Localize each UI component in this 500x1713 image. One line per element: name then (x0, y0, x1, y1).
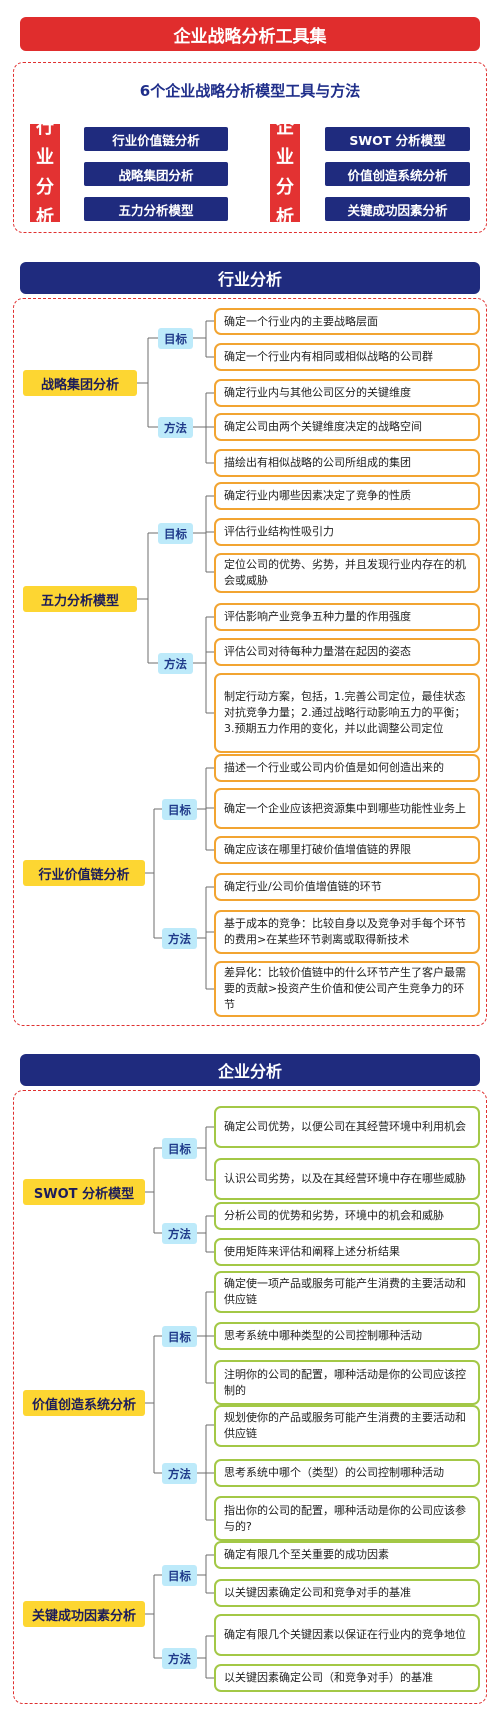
goal-item: 注明你的公司的配置，哪种活动是你的公司应该控制的 (214, 1360, 480, 1405)
overview-item-swot[interactable]: SWOT 分析模型 (325, 127, 470, 151)
enterprise-section-panel (13, 1090, 487, 1704)
goal-item: 确定应该在哪里打破价值增值链的界限 (214, 836, 480, 864)
method-item: 评估公司对待每种力量潜在起因的姿态 (214, 638, 480, 666)
method-item: 确定有限几个关键因素以保证在行业内的竞争地位 (214, 1614, 480, 1656)
industry-section-title: 行业分析 (20, 262, 480, 294)
overview-item-industry-value-chain[interactable]: 行业价值链分析 (84, 127, 228, 151)
goal-item: 定位公司的优势、劣势，并且发现行业内存在的机会或威胁 (214, 553, 480, 593)
goal-item: 确定行业内哪些因素决定了竞争的性质 (214, 482, 480, 510)
method-item: 描绘出有相似战略的公司所组成的集团 (214, 449, 480, 477)
overview-item-value-creation[interactable]: 价值创造系统分析 (325, 162, 470, 186)
overview-panel (13, 62, 487, 233)
group-value-creation[interactable]: 价值创造系统分析 (23, 1390, 145, 1416)
goal-tag: 目标 (162, 1138, 197, 1159)
method-item: 确定行业内与其他公司区分的关键维度 (214, 379, 480, 407)
method-item: 指出你的公司的配置，哪种活动是你的公司应该参与的? (214, 1496, 480, 1541)
overview-right-label: 企 业 分 析 (270, 117, 300, 228)
goal-item: 确定一个企业应该把资源集中到哪些功能性业务上 (214, 788, 480, 829)
method-item: 思考系统中哪个（类型）的公司控制哪种活动 (214, 1459, 480, 1487)
method-tag: 方法 (162, 1648, 197, 1669)
method-tag: 方法 (162, 1463, 197, 1484)
method-item: 确定公司由两个关键维度决定的战略空间 (214, 413, 480, 441)
group-five-forces[interactable]: 五力分析模型 (23, 586, 137, 612)
method-item: 评估影响产业竞争五种力量的作用强度 (214, 603, 480, 631)
goal-item: 确定有限几个至关重要的成功因素 (214, 1541, 480, 1569)
goal-item: 确定一个行业内的主要战略层面 (214, 308, 480, 335)
enterprise-section-title: 企业分析 (20, 1054, 480, 1086)
goal-tag: 目标 (158, 523, 193, 544)
main-title-banner: 企业战略分析工具集 (20, 17, 480, 51)
goal-item: 确定公司优势，以便公司在其经营环境中利用机会 (214, 1106, 480, 1148)
goal-tag: 目标 (162, 1565, 197, 1586)
overview-left-label: 行 业 分 析 (30, 117, 60, 228)
method-item: 以关键因素确定公司（和竞争对手）的基准 (214, 1664, 480, 1692)
overview-item-strategic-group[interactable]: 战略集团分析 (84, 162, 228, 186)
goal-item: 确定一个行业内有相同或相似战略的公司群 (214, 343, 480, 371)
goal-tag: 目标 (158, 328, 193, 349)
overview-item-five-forces[interactable]: 五力分析模型 (84, 197, 228, 221)
goal-tag: 目标 (162, 799, 197, 820)
group-strategic-group[interactable]: 战略集团分析 (23, 370, 137, 396)
goal-item: 以关键因素确定公司和竞争对手的基准 (214, 1579, 480, 1607)
goal-item: 思考系统中哪种类型的公司控制哪种活动 (214, 1322, 480, 1350)
method-tag: 方法 (158, 653, 193, 674)
overview-item-key-success[interactable]: 关键成功因素分析 (325, 197, 470, 221)
method-item: 基于成本的竞争：比较自身以及竞争对手每个环节的费用>在某些环节剥离或取得新技术 (214, 910, 480, 954)
overview-subtitle: 6个企业战略分析模型工具与方法 (139, 82, 361, 100)
goal-item: 确定使一项产品或服务可能产生消费的主要活动和供应链 (214, 1271, 480, 1313)
method-item: 制定行动方案，包括，1.完善公司定位，最佳状态对抗竞争力量；2.通过战略行动影响… (214, 673, 480, 753)
method-tag: 方法 (158, 417, 193, 438)
group-key-success-factors[interactable]: 关键成功因素分析 (23, 1601, 145, 1627)
method-item: 规划使你的产品或服务可能产生消费的主要活动和供应链 (214, 1405, 480, 1447)
goal-tag: 目标 (162, 1326, 197, 1347)
method-item: 差异化：比较价值链中的什么环节产生了客户最需要的贡献>投资产生价值和使公司产生竞… (214, 961, 480, 1017)
goal-item: 评估行业结构性吸引力 (214, 518, 480, 546)
method-item: 确定行业/公司价值增值链的环节 (214, 873, 480, 901)
goal-item: 认识公司劣势，以及在其经营环境中存在哪些威胁 (214, 1158, 480, 1200)
method-tag: 方法 (162, 928, 197, 949)
method-item: 使用矩阵来评估和阐释上述分析结果 (214, 1238, 480, 1266)
group-swot[interactable]: SWOT 分析模型 (23, 1179, 145, 1205)
method-tag: 方法 (162, 1223, 197, 1244)
goal-item: 描述一个行业或公司内价值是如何创造出来的 (214, 754, 480, 782)
method-item: 分析公司的优势和劣势，环境中的机会和威胁 (214, 1202, 480, 1230)
industry-section-panel (13, 298, 487, 1026)
group-industry-value-chain[interactable]: 行业价值链分析 (23, 860, 145, 886)
